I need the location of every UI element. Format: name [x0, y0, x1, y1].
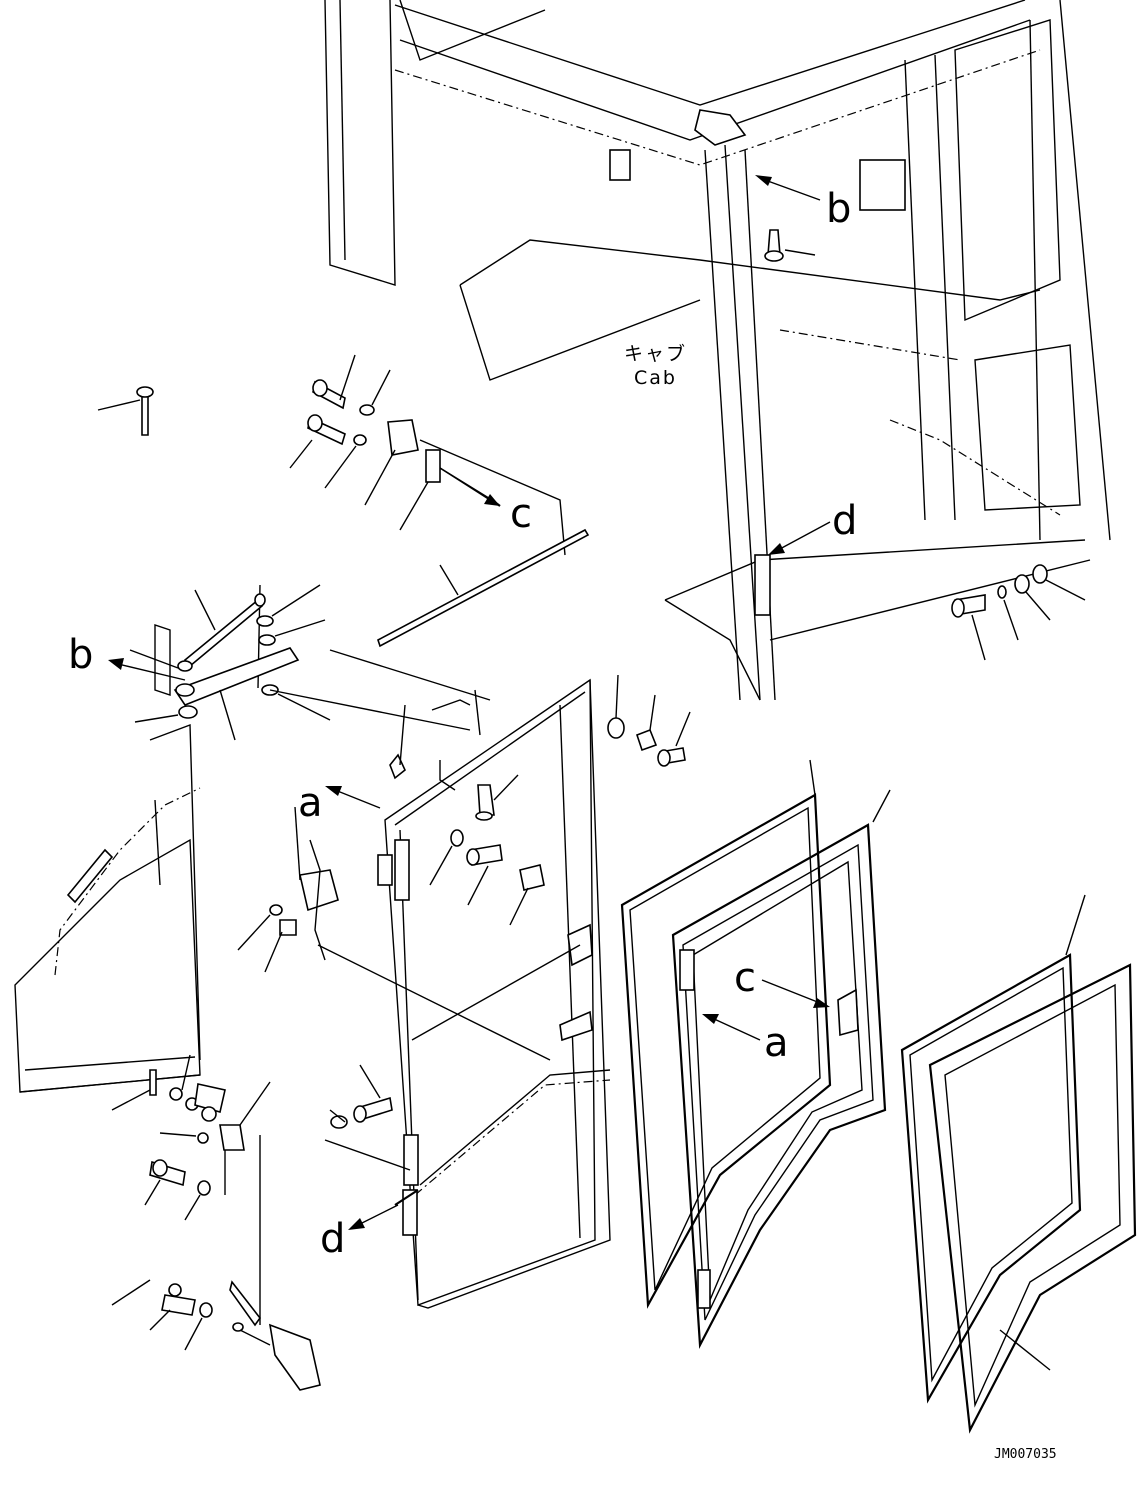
cab-frame — [324, 0, 1111, 701]
lower-linkage — [111, 1054, 321, 1391]
door-gasket — [620, 759, 832, 1309]
callout-d-door: d — [320, 1216, 345, 1262]
callout-a-door: a — [298, 780, 323, 826]
door-latch — [237, 806, 551, 1061]
cab-hardware — [764, 229, 1086, 661]
door-inner-panel — [14, 386, 201, 1093]
upper-hinge-group — [289, 354, 566, 556]
glass-pane — [900, 894, 1137, 1434]
cab-label-jp: キャブ — [624, 342, 687, 365]
seal-strip — [377, 528, 590, 648]
door-window-frame — [671, 789, 891, 1349]
drawing-code: JM007035 — [994, 1447, 1057, 1462]
callout-c-hinge: c — [510, 491, 532, 537]
door-edge-bolts — [324, 674, 691, 1171]
callout-d-cab: d — [832, 498, 857, 544]
callout-b-cab: b — [826, 186, 851, 232]
hinge-rod-group — [129, 584, 491, 741]
callout-a-frame: a — [764, 1020, 789, 1066]
callout-arrows — [108, 175, 831, 1230]
callout-c-frame: c — [734, 955, 756, 1001]
main-door-frame — [377, 678, 611, 1309]
cab-label-en: Cab — [634, 367, 677, 389]
callout-b-hinge: b — [68, 632, 93, 678]
